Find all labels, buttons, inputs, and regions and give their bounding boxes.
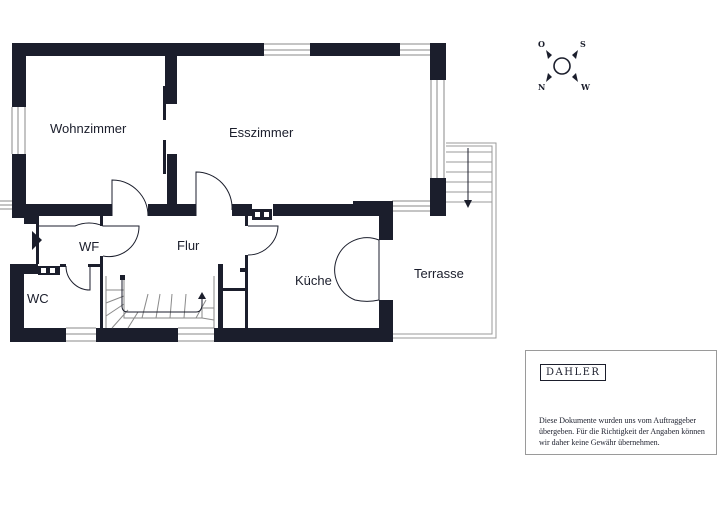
label-terrasse: Terrasse (414, 266, 464, 281)
terrace-stair-arrow (464, 148, 472, 208)
stair-direction-line (121, 278, 203, 313)
info-box: DAHLER Diese Dokumente wurden uns vom Au… (525, 350, 717, 455)
brand-logo: DAHLER (540, 364, 607, 381)
label-wc: WC (27, 291, 49, 306)
label-wohnzimmer: Wohnzimmer (50, 121, 127, 136)
stair-direction-arrow (198, 292, 206, 299)
compass-o: O (538, 39, 545, 49)
walls (10, 43, 446, 342)
label-wf: WF (79, 239, 99, 254)
label-esszimmer: Esszimmer (229, 125, 294, 140)
label-flur: Flur (177, 238, 200, 253)
disclaimer-text: Diese Dokumente wurden uns vom Auftragge… (539, 416, 705, 447)
compass-s: S (580, 39, 586, 49)
door-swings (39, 171, 380, 302)
terrace-steps (446, 151, 492, 203)
compass-icon: O S N W (538, 39, 591, 92)
compass-w: W (580, 82, 591, 92)
entrance-arrow (32, 231, 42, 250)
stair-start-marker (120, 275, 125, 280)
ducts (38, 209, 272, 275)
label-kueche: Küche (295, 273, 332, 288)
compass-n: N (538, 82, 545, 92)
